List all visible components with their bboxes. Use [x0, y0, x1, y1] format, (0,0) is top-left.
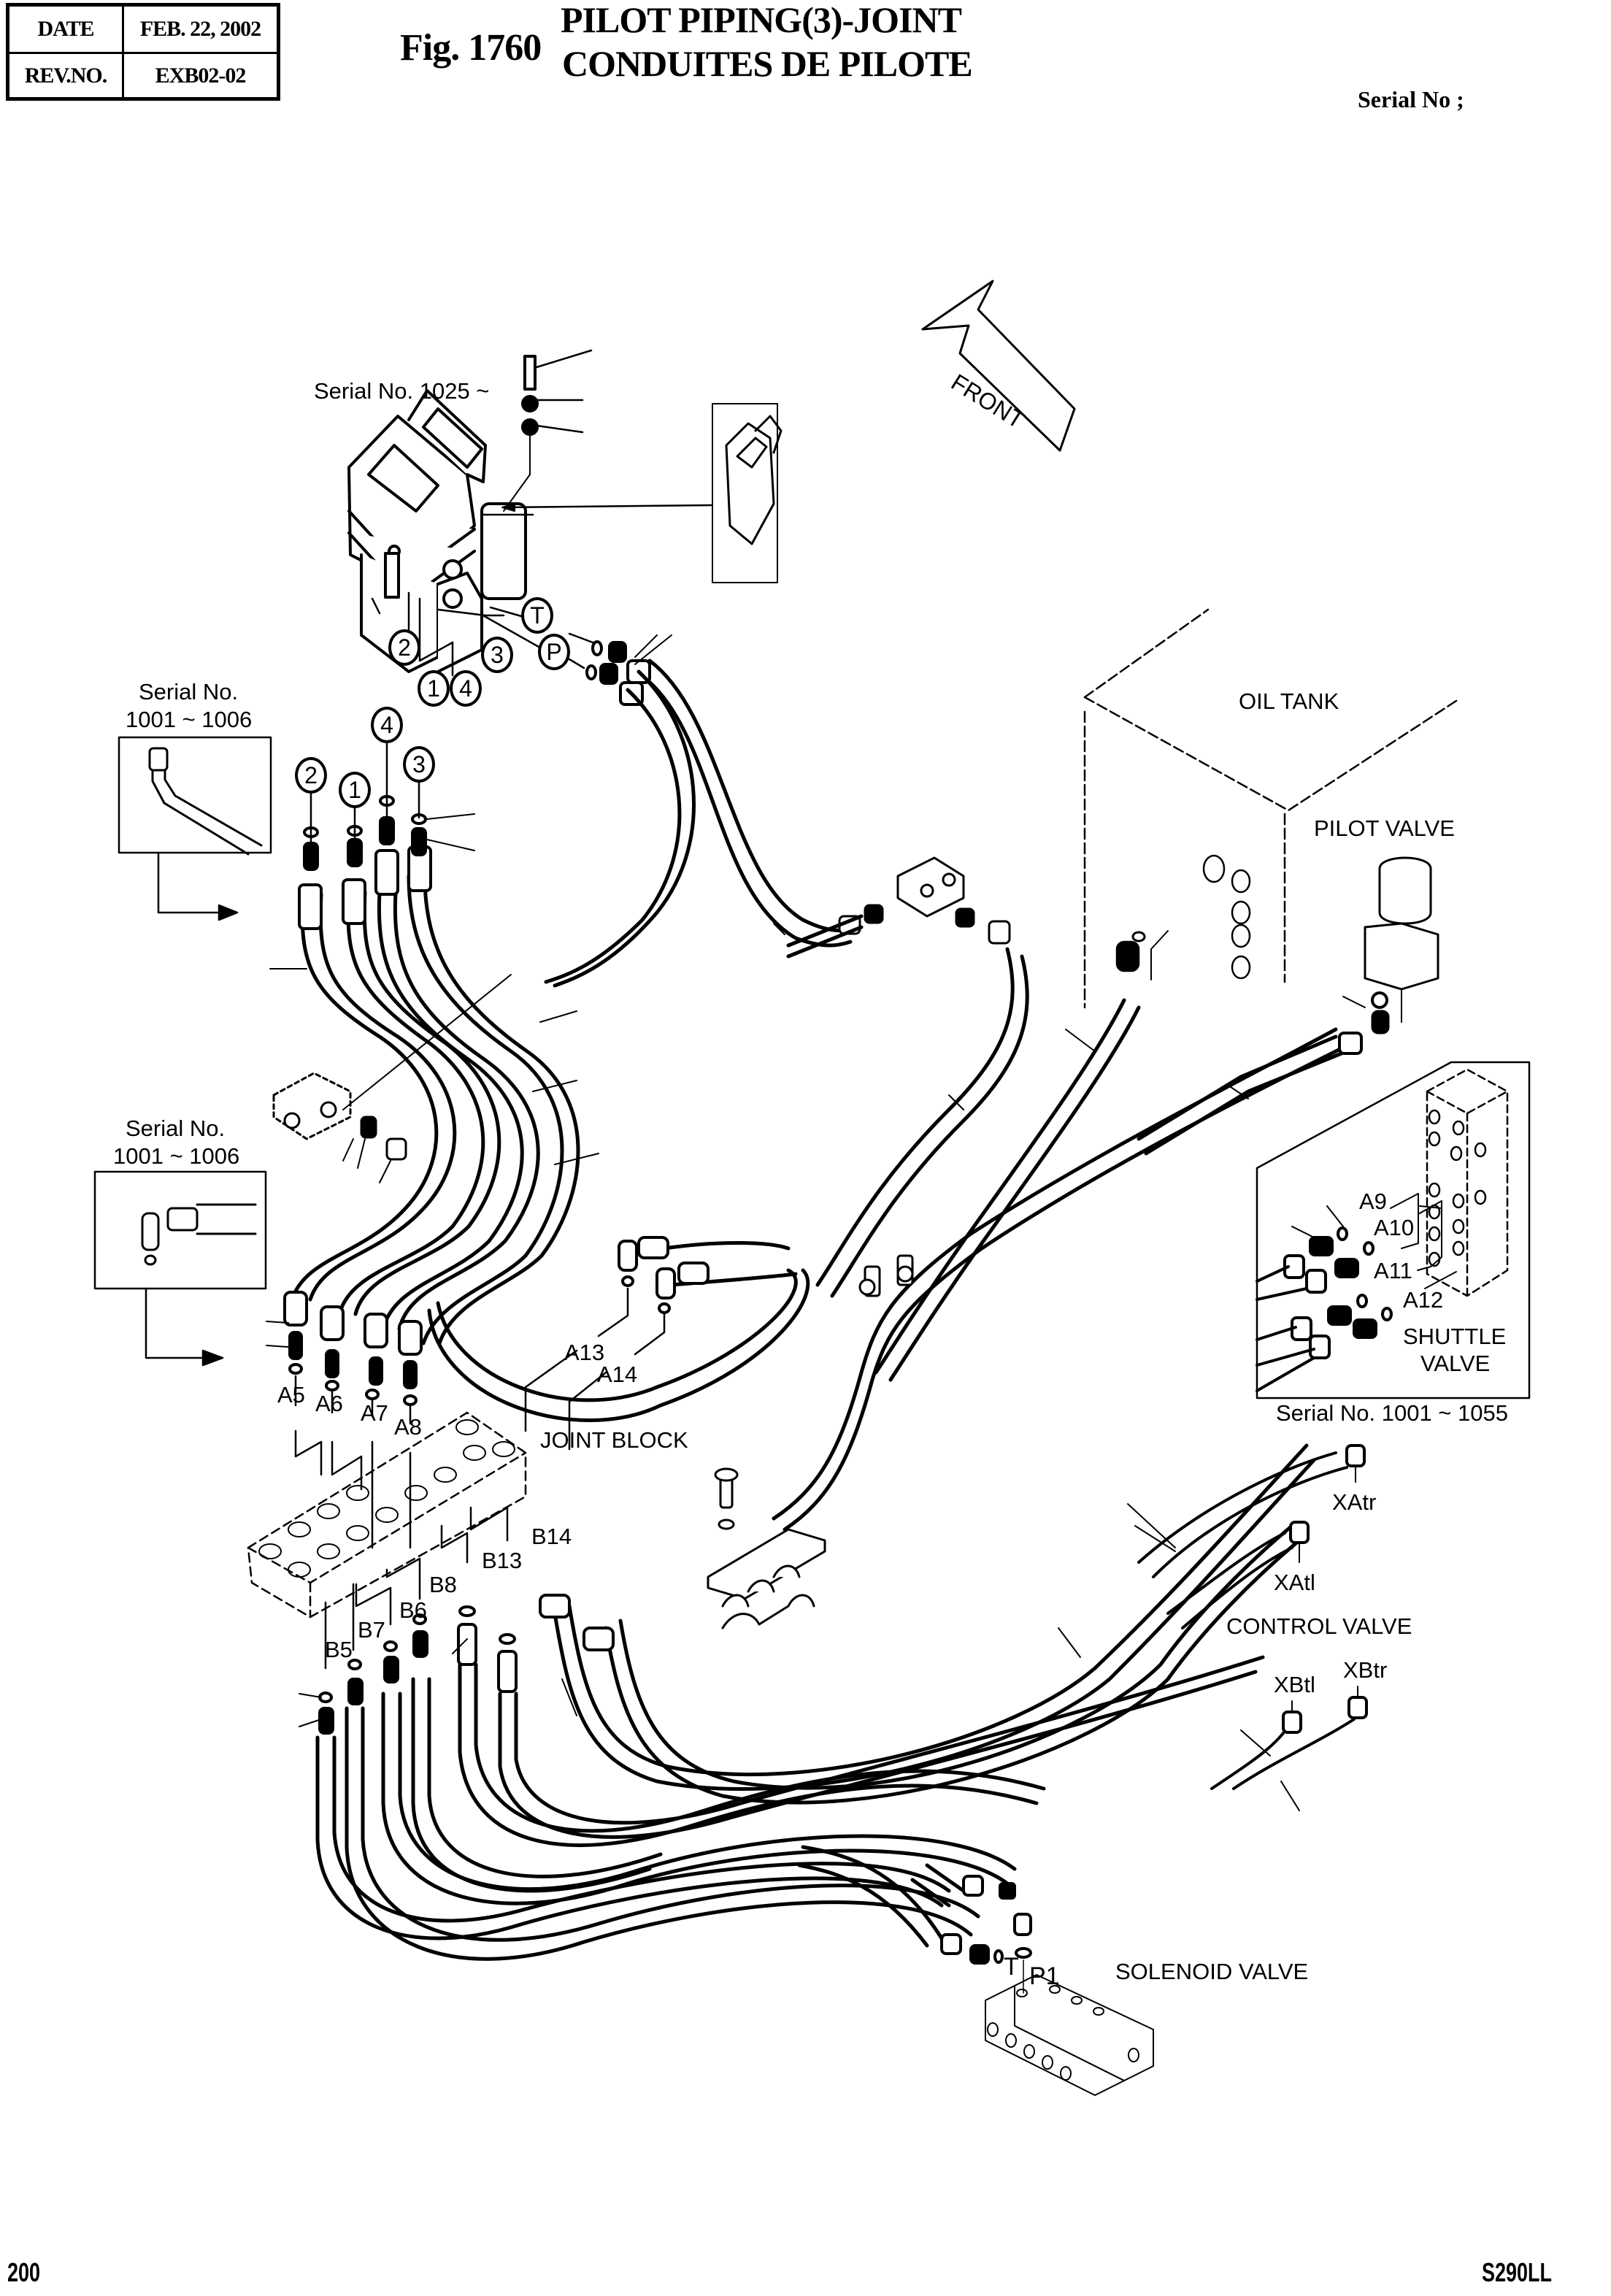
joint-block — [247, 1411, 527, 1619]
elbow-fittings-b13-b14 — [539, 1594, 615, 1651]
hose-to-pilot-valve — [1137, 1032, 1363, 1156]
date-label: DATE — [9, 7, 124, 52]
hose-loop-a13-a14 — [427, 1241, 810, 1422]
shuttle-valve-label-line1: SHUTTLE — [1403, 1324, 1507, 1349]
revision-table: DATE FEB. 22, 2002 REV.NO. EXB02-02 — [6, 3, 280, 101]
port-label-B8: B8 — [429, 1572, 457, 1597]
port-circle-4: 4 — [450, 670, 482, 707]
port-label-B14: B14 — [531, 1524, 572, 1549]
serial-inset-1-line1: Serial No. — [139, 679, 239, 704]
port-label-XAtl: XAtl — [1274, 1570, 1315, 1595]
port-circle-3: 3 — [481, 637, 513, 673]
revision-row: REV.NO. EXB02-02 — [9, 53, 277, 99]
joint-block-upper-fittings — [266, 1291, 423, 1549]
fitting-circle-3: 3 — [403, 746, 435, 783]
hose-pilot-supply — [772, 947, 1345, 1532]
date-row: DATE FEB. 22, 2002 — [9, 7, 277, 54]
shuttle-valve-inset — [1256, 1061, 1531, 1400]
control-valve-label: CONTROL VALVE — [1226, 1613, 1412, 1639]
serial-note-top-valve: Serial No. 1025 ~ — [314, 378, 490, 404]
revision-value: EXB02-02 — [155, 64, 247, 88]
fitting-circle-2: 2 — [295, 757, 327, 794]
hose-to-control-valve — [553, 1443, 1316, 1805]
pilot-joystick-valve — [347, 389, 527, 673]
hose-pilot-to-manifold — [544, 659, 856, 988]
title-english: PILOT PIPING(3)-JOINT — [561, 0, 962, 40]
joint-block-label: JOINT BLOCK — [540, 1427, 688, 1453]
tee-block-upper — [786, 856, 1011, 959]
port-circle-1: 1 — [418, 670, 450, 707]
serial-inset-2-line2: 1001 ~ 1006 — [113, 1143, 240, 1169]
port-circle-2: 2 — [388, 629, 420, 666]
port-label-A13: A13 — [564, 1340, 605, 1365]
port-label-P1: P1 — [1029, 1962, 1060, 1990]
date-value: FEB. 22, 2002 — [139, 17, 261, 41]
port-label-A7: A7 — [361, 1400, 388, 1426]
revision-label: REV.NO. — [9, 53, 124, 99]
nipple-fittings — [303, 729, 475, 871]
port-label-B5: B5 — [325, 1637, 353, 1662]
part-leader-lines — [269, 923, 1249, 1716]
port-label-A10: A10 — [1374, 1215, 1415, 1240]
oil-tank-outline — [1083, 608, 1458, 1009]
pilot-valve-label: PILOT VALVE — [1314, 815, 1455, 841]
port-label-A11: A11 — [1374, 1258, 1412, 1283]
port-label-A9: A9 — [1359, 1189, 1387, 1214]
hose-bundle-1-4 — [290, 874, 580, 1345]
joint-block-ports — [258, 1419, 515, 1578]
pilot-valve-body — [1342, 856, 1439, 1034]
a13-a14-fittings — [524, 1236, 710, 1451]
shuttle-valve-label-line2: VALVE — [1420, 1351, 1491, 1376]
hose-clamp-bracket — [707, 1467, 826, 1629]
port-label-B13: B13 — [482, 1548, 523, 1573]
port-label-A8: A8 — [394, 1414, 422, 1440]
solenoid-valve-body — [985, 1974, 1154, 2096]
control-valve-connectors — [1134, 1444, 1368, 1811]
shuttle-serial-note: Serial No. 1001 ~ 1055 — [1276, 1400, 1508, 1426]
serial-inset-2 — [93, 1170, 267, 1367]
oil-tank-label: OIL TANK — [1239, 688, 1339, 714]
joint-block-lower-fittings — [299, 1506, 518, 1735]
port-label-XAtr: XAtr — [1332, 1489, 1377, 1515]
page-number: 200 — [7, 2257, 41, 2287]
port-circle-T: T — [521, 597, 553, 634]
port-label-A14: A14 — [597, 1362, 638, 1387]
hose-pilot-clamp — [858, 1254, 914, 1297]
small-manifold-block — [272, 974, 512, 1183]
port-circle-P: P — [538, 634, 570, 670]
serial-inset-2-line1: Serial No. — [126, 1116, 226, 1141]
bolt-and-washers — [482, 349, 593, 516]
hose-bundle-b — [315, 1655, 1265, 1961]
fitting-circle-1: 1 — [339, 772, 371, 808]
oil-tank-ports — [1115, 854, 1251, 980]
port-label-XBtl: XBtl — [1274, 1672, 1315, 1697]
hose-end-fittings-top — [298, 845, 432, 930]
serial-inset-1 — [118, 736, 272, 921]
port-label-A5: A5 — [277, 1382, 305, 1408]
port-label-A6: A6 — [315, 1391, 343, 1416]
port-label-B6: B6 — [399, 1597, 427, 1623]
model-number: S290LL — [1482, 2257, 1553, 2287]
solenoid-valve-fittings — [797, 1845, 1032, 1994]
port-label-B7: B7 — [358, 1617, 385, 1643]
serial-number-label: Serial No ; — [1358, 86, 1464, 112]
port-label-A12: A12 — [1403, 1287, 1444, 1313]
solenoid-valve-label: SOLENOID VALVE — [1115, 1959, 1309, 1984]
fitting-circle-4: 4 — [371, 707, 403, 743]
title-french: CONDUITES DE PILOTE — [562, 43, 973, 84]
serial-inset-1-line2: 1001 ~ 1006 — [126, 707, 253, 732]
pilot-valve-detail-inset — [501, 403, 783, 583]
port-label-T-solenoid: T — [1004, 1953, 1019, 1981]
port-label-XBtr: XBtr — [1343, 1657, 1388, 1683]
figure-number: Fig. 1760 — [400, 27, 542, 69]
front-arrow — [921, 280, 1076, 452]
